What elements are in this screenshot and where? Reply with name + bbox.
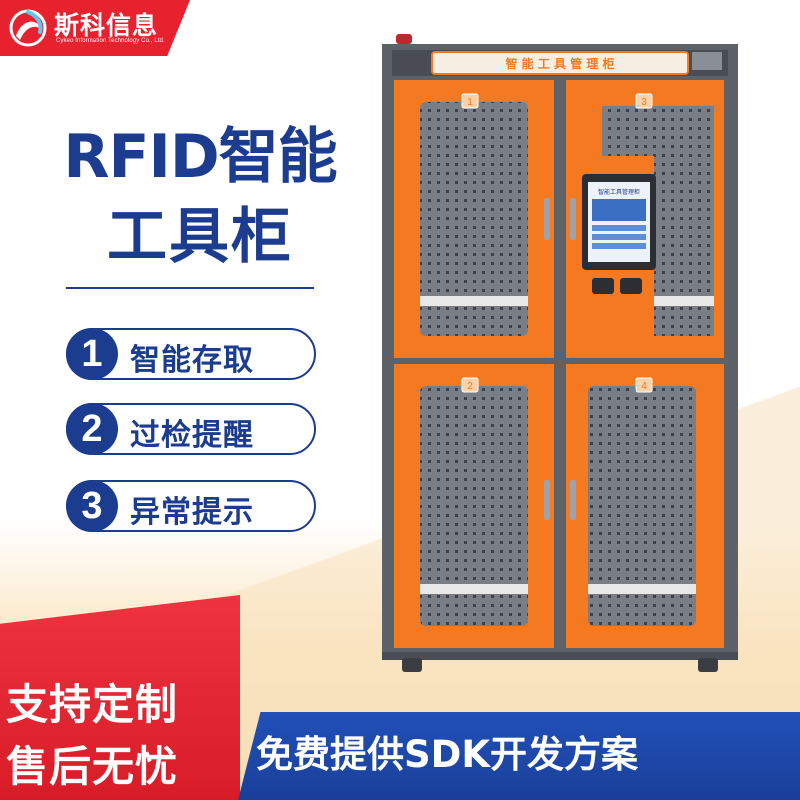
screen-title: 智能工具管理柜 [598,188,640,196]
svg-text:4: 4 [641,381,647,392]
door-3: 3 智能工具管理柜 [566,80,724,358]
feature-item-3: 3 异常提示 [66,480,316,532]
brand-header: 斯科信息 Cykeo Information Technology Co., L… [0,0,190,56]
promo-line-2: 售后无忧 [6,742,179,791]
feature-label: 智能存取 [130,343,254,378]
sdk-banner-text: 免费提供SDK开发方案 [256,733,639,776]
feature-item-1: 1 智能存取 [66,328,316,380]
svg-text:2: 2 [467,381,473,392]
feature-number-badge: 2 [66,403,118,455]
page-title-line-1: RFID智能 [63,122,337,192]
promo-line-1: 支持定制 [6,680,179,729]
tool-cabinet-illustration: 智 能 工 具 管 理 柜 1 3 智能工具管理柜 2 [382,34,738,672]
sdk-banner [238,712,800,800]
brand-name: 斯科信息 [54,11,159,40]
page-title-line-2: 工具柜 [107,202,293,272]
feature-label: 异常提示 [130,495,254,530]
svg-text:3: 3 [641,97,647,108]
title-divider [66,287,314,289]
cabinet-header-plate [431,51,689,75]
promo-panel [0,595,240,800]
brand-subtitle: Cykeo Information Technology Co., Ltd. [56,38,165,44]
feature-label: 过检提醒 [130,418,254,453]
door-2: 2 [394,364,554,648]
door-4: 4 [566,364,724,648]
brand-logo-icon [9,9,47,47]
feature-number-badge: 3 [66,480,118,532]
feature-number-badge: 1 [66,328,118,380]
cabinet-header-label: 智 能 工 具 管 理 柜 [504,56,614,71]
svg-text:1: 1 [467,97,473,108]
door-1: 1 [394,80,554,358]
feature-item-2: 2 过检提醒 [66,403,316,455]
